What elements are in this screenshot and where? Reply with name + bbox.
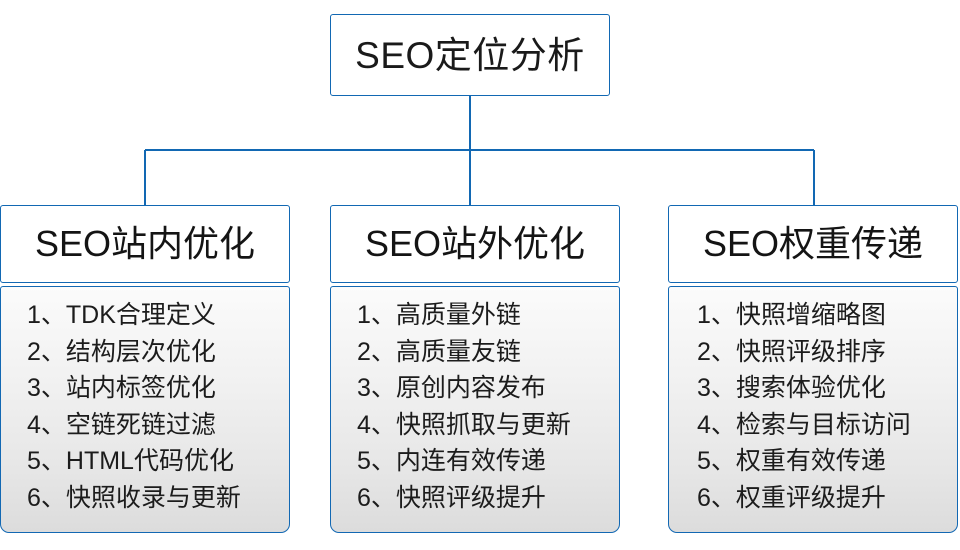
- list-item: 6、快照评级提升: [357, 483, 546, 512]
- branch-header-off-site: SEO站外优化: [330, 205, 620, 283]
- branch-off-site: SEO站外优化 1、高质量外链 2、高质量友链 3、原创内容发布 4、快照抓取与…: [330, 205, 620, 533]
- list-item: 5、内连有效传递: [357, 447, 546, 475]
- branch-header-label: SEO站内优化: [34, 223, 256, 264]
- branch-body-weight-transfer: 1、快照增缩略图 2、快照评级排序 3、搜索体验优化 4、检索与目标访问 5、权…: [668, 286, 958, 533]
- branch-header-label: SEO站外优化: [364, 223, 586, 264]
- branch-header-weight-transfer: SEO权重传递: [668, 205, 958, 283]
- list-item: 2、高质量友链: [357, 337, 521, 366]
- list-item: 2、结构层次优化: [27, 337, 216, 366]
- list-item: 6、快照收录与更新: [27, 483, 241, 512]
- branch-header-on-site: SEO站内优化: [0, 205, 290, 283]
- branch-weight-transfer: SEO权重传递 1、快照增缩略图 2、快照评级排序 3、搜索体验优化 4、检索与…: [668, 205, 958, 533]
- list-item: 1、TDK合理定义: [27, 301, 216, 329]
- branch-body-on-site: 1、TDK合理定义 2、结构层次优化 3、站内标签优化 4、空链死链过滤 5、H…: [0, 286, 290, 533]
- branch-item-list: 1、快照增缩略图 2、快照评级排序 3、搜索体验优化 4、检索与目标访问 5、权…: [669, 297, 957, 516]
- branch-body-off-site: 1、高质量外链 2、高质量友链 3、原创内容发布 4、快照抓取与更新 5、内连有…: [330, 286, 620, 533]
- list-item: 5、权重有效传递: [697, 447, 886, 475]
- list-item: 4、检索与目标访问: [697, 410, 911, 439]
- list-item: 4、空链死链过滤: [27, 410, 216, 439]
- list-item: 2、快照评级排序: [697, 337, 886, 366]
- branch-on-site: SEO站内优化 1、TDK合理定义 2、结构层次优化 3、站内标签优化 4、空链…: [0, 205, 290, 533]
- list-item: 6、权重评级提升: [697, 483, 886, 512]
- list-item: 3、搜索体验优化: [697, 374, 886, 402]
- branch-item-list: 1、高质量外链 2、高质量友链 3、原创内容发布 4、快照抓取与更新 5、内连有…: [331, 297, 619, 516]
- root-node: SEO定位分析: [330, 14, 610, 96]
- list-item: 3、原创内容发布: [357, 374, 546, 402]
- branch-item-list: 1、TDK合理定义 2、结构层次优化 3、站内标签优化 4、空链死链过滤 5、H…: [1, 297, 289, 516]
- list-item: 1、快照增缩略图: [697, 301, 886, 329]
- list-item: 5、HTML代码优化: [27, 447, 234, 475]
- branch-header-label: SEO权重传递: [702, 223, 924, 264]
- list-item: 3、站内标签优化: [27, 374, 216, 402]
- root-node-label: SEO定位分析: [355, 34, 585, 76]
- list-item: 4、快照抓取与更新: [357, 410, 571, 439]
- list-item: 1、高质量外链: [357, 301, 521, 329]
